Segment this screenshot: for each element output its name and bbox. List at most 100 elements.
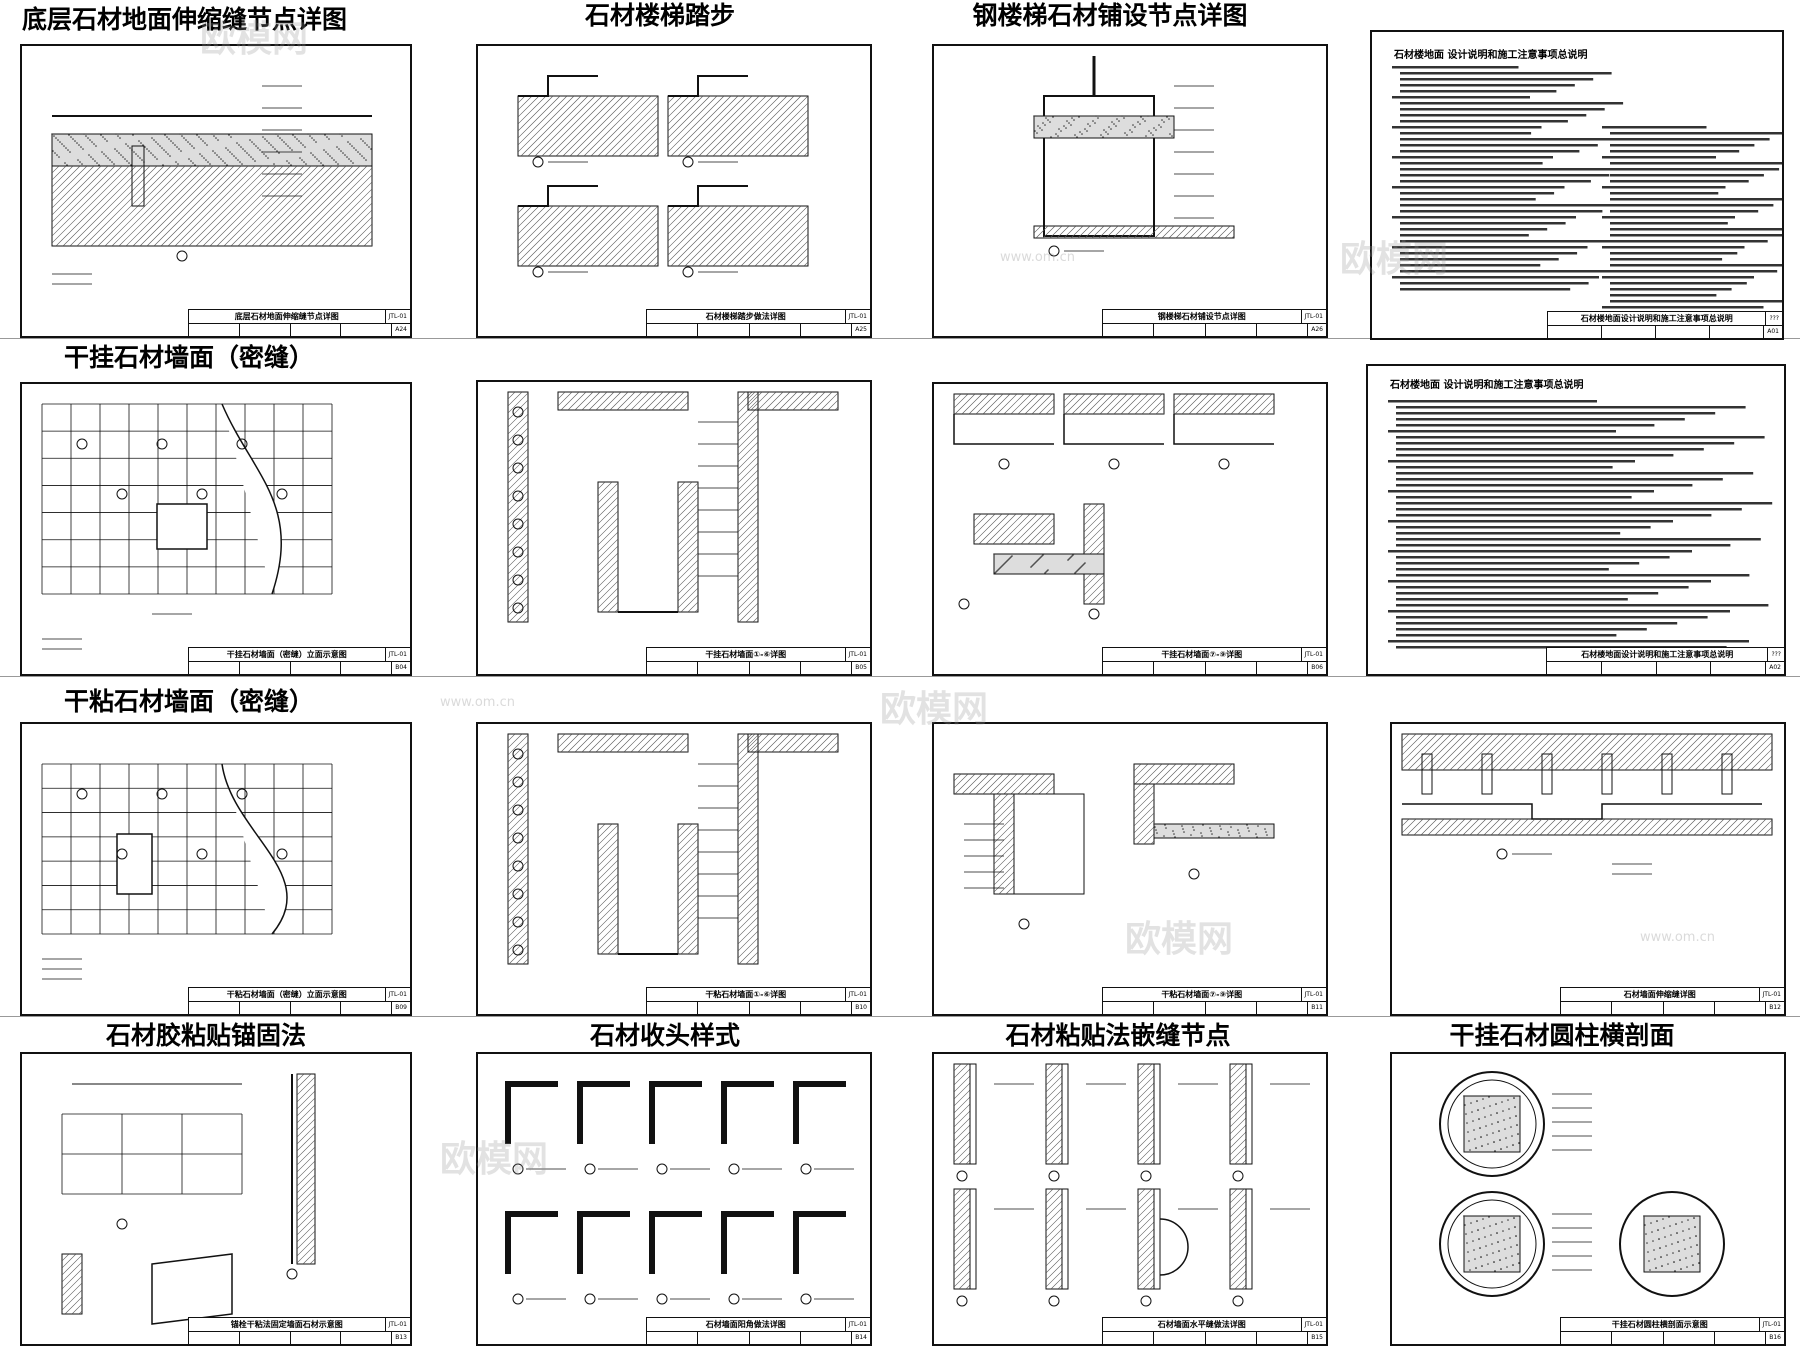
title-block-title: 干挂石材圆柱横剖面示意图 xyxy=(1611,1319,1708,1329)
title-block-cell xyxy=(189,1332,239,1345)
title-block-cell xyxy=(1153,1331,1204,1344)
title-block-cell xyxy=(799,323,851,336)
title-block-cell xyxy=(748,661,800,674)
title-block-cell xyxy=(1662,1001,1714,1014)
heading-dry-hang-wall: 干挂石材墙面（密缝） xyxy=(64,343,315,372)
title-block-code: ??? xyxy=(1765,312,1782,325)
title-block-cell xyxy=(1153,661,1204,674)
title-block-cell xyxy=(748,323,800,336)
heading-round-column: 干挂石材圆柱横剖面 xyxy=(1449,1021,1675,1050)
title-block-cell xyxy=(1153,1001,1204,1014)
title-block-title: 干挂石材墙面（密缝）立面示意图 xyxy=(226,649,347,659)
sheet-number: B15 xyxy=(1307,1331,1326,1344)
heading-floor-expansion-joint: 底层石材地面伸缩缝节点详图 xyxy=(22,5,348,34)
title-block-cell xyxy=(1655,325,1709,338)
title-block-cell xyxy=(1709,325,1763,338)
title-block-cell xyxy=(647,324,697,337)
title-block: 石材楼地面设计说明和施工注意事项总说明???A01 xyxy=(1547,311,1782,338)
sheet-number: B14 xyxy=(851,1331,870,1344)
title-block-code: JTL-01 xyxy=(844,648,870,661)
sheet-artwork xyxy=(41,403,333,650)
title-block-code: JTL-01 xyxy=(1758,1318,1784,1331)
sheet-artwork xyxy=(953,763,1275,930)
watermark-url: www.om.cn xyxy=(440,695,515,710)
title-block-cell xyxy=(289,1001,341,1014)
heading-steel-stair-stone: 钢楼梯石材铺设节点详图 xyxy=(972,1,1248,30)
notes-title: 石材楼地面 设计说明和施工注意事项总说明 xyxy=(1390,380,1584,391)
title-block-cell xyxy=(1713,1331,1765,1344)
title-block-cell xyxy=(340,661,391,674)
title-block-cell xyxy=(697,1001,748,1014)
heading-edge-styles: 石材收头样式 xyxy=(589,1021,741,1050)
title-block-cell xyxy=(340,1331,391,1344)
sheet-number: B04 xyxy=(391,661,410,674)
title-block-cell xyxy=(799,1001,851,1014)
title-block-code: JTL-01 xyxy=(844,310,870,323)
row-separator xyxy=(0,676,1800,677)
title-block-title: 干挂石材墙面⑦-⑨详图 xyxy=(1161,649,1243,659)
title-block-title: 干粘石材墙面⑦-⑨详图 xyxy=(1161,989,1243,999)
title-block-cell xyxy=(238,1001,290,1014)
title-block-code: JTL-01 xyxy=(384,310,410,323)
title-block-cell xyxy=(1655,661,1711,674)
sheet-artwork xyxy=(1388,400,1773,649)
title-block-cell xyxy=(799,1331,851,1344)
title-block-cell xyxy=(1255,1331,1307,1344)
title-block-cell xyxy=(1548,326,1601,339)
title-block: 石材楼地面设计说明和施工注意事项总说明???A02 xyxy=(1546,647,1784,674)
title-block-cell xyxy=(289,323,341,336)
title-block-title: 石材墙面伸缩缝详图 xyxy=(1623,989,1696,999)
title-block-title: 锚栓干粘法固定墙面石材示意图 xyxy=(230,1319,343,1329)
title-block-cell xyxy=(1611,1001,1662,1014)
title-block-code: JTL-01 xyxy=(384,1318,410,1331)
title-block-cell xyxy=(1600,661,1656,674)
title-block-title: 干粘石材墙面（密缝）立面示意图 xyxy=(226,989,347,999)
sheet-artwork xyxy=(507,391,839,623)
title-block-code: JTL-01 xyxy=(384,648,410,661)
heading-dry-stick-wall: 干粘石材墙面（密缝） xyxy=(64,687,315,716)
title-block-cell xyxy=(1103,324,1153,337)
title-block-cell xyxy=(1662,1331,1714,1344)
title-block-cell xyxy=(1710,661,1765,674)
title-block-cell xyxy=(189,662,239,675)
title-block-title: 石材墙面阳角做法详图 xyxy=(705,1319,786,1329)
title-block-cell xyxy=(1204,1331,1256,1344)
title-block-code: JTL-01 xyxy=(1300,988,1326,1001)
title-block-cell xyxy=(1547,662,1601,675)
title-block-cell xyxy=(799,661,851,674)
sheet-number: B13 xyxy=(391,1331,410,1344)
title-block-cell xyxy=(748,1001,800,1014)
sheet-number: A02 xyxy=(1765,661,1784,674)
title-block-title: 石材楼地面设计说明和施工注意事项总说明 xyxy=(1581,649,1734,659)
sheet-artwork xyxy=(1401,733,1773,875)
drawing-sheet: 石材楼地面 设计说明和施工注意事项总说明石材楼地面设计说明和施工注意事项总说明?… xyxy=(1370,30,1784,340)
title-block-code: ??? xyxy=(1767,648,1784,661)
sheet-artwork xyxy=(1439,1071,1725,1297)
title-block-cell xyxy=(1153,323,1204,336)
title-block-code: JTL-01 xyxy=(844,988,870,1001)
title-block-code: JTL-01 xyxy=(1300,648,1326,661)
title-block-cell xyxy=(697,323,748,336)
title-block-code: JTL-01 xyxy=(384,988,410,1001)
title-block-cell xyxy=(1255,661,1307,674)
title-block-cell xyxy=(340,1001,391,1014)
title-block-code: JTL-01 xyxy=(1300,310,1326,323)
title-block-cell xyxy=(189,324,239,337)
title-block-title: 石材墙面水平缝做法详图 xyxy=(1157,1319,1246,1329)
